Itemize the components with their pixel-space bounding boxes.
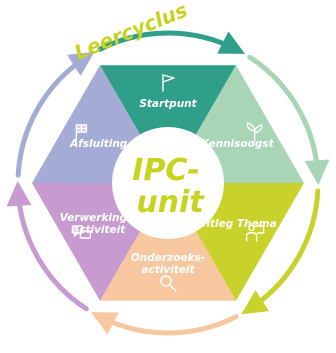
flag-icon <box>162 74 175 92</box>
magnifier-icon <box>160 275 177 292</box>
segment-onderzoeksactiviteit: Onderzoeks-activiteit <box>100 183 236 301</box>
segment-onderzoeksactiviteit-label: activiteit <box>141 264 195 276</box>
cycle-arrow-onderzoeksactiviteit <box>90 312 239 336</box>
chat-icon <box>71 225 92 239</box>
cycle-arrow-uitleg-thema <box>241 188 321 315</box>
segment-uitleg-thema-label: Uitleg Thema <box>198 218 277 230</box>
cycle-arrow-afsluiting <box>15 51 95 178</box>
center-title-line1: IPC- <box>132 153 200 188</box>
cycle-arrow-verwerkingsactiviteit <box>6 180 89 312</box>
segment-verwerkingsactiviteit-label: activiteit <box>72 224 126 236</box>
segment-startpunt: Startpunt <box>100 65 236 183</box>
segment-onderzoeksactiviteit-shape <box>100 183 236 301</box>
cycle-arrow-startpunt <box>97 30 246 54</box>
segment-kennisoogst-label: Kennisoogst <box>201 138 275 150</box>
finish-flag-icon <box>75 124 88 142</box>
plant-icon <box>246 122 263 142</box>
center-title-line2: unit <box>136 185 205 220</box>
segment-onderzoeksactiviteit-label: Onderzoeks- <box>131 252 205 264</box>
cycle-arrow-kennisoogst <box>247 54 330 186</box>
cycle-arrows <box>6 30 330 336</box>
segment-verwerkingsactiviteit-label: Verwerkings- <box>60 212 138 224</box>
segment-afsluiting-label: Afsluiting <box>69 138 128 150</box>
center-circle <box>112 127 224 239</box>
segment-startpunt-shape <box>100 65 236 183</box>
presenter-icon <box>245 224 265 242</box>
segment-startpunt-label: Startpunt <box>139 98 197 110</box>
